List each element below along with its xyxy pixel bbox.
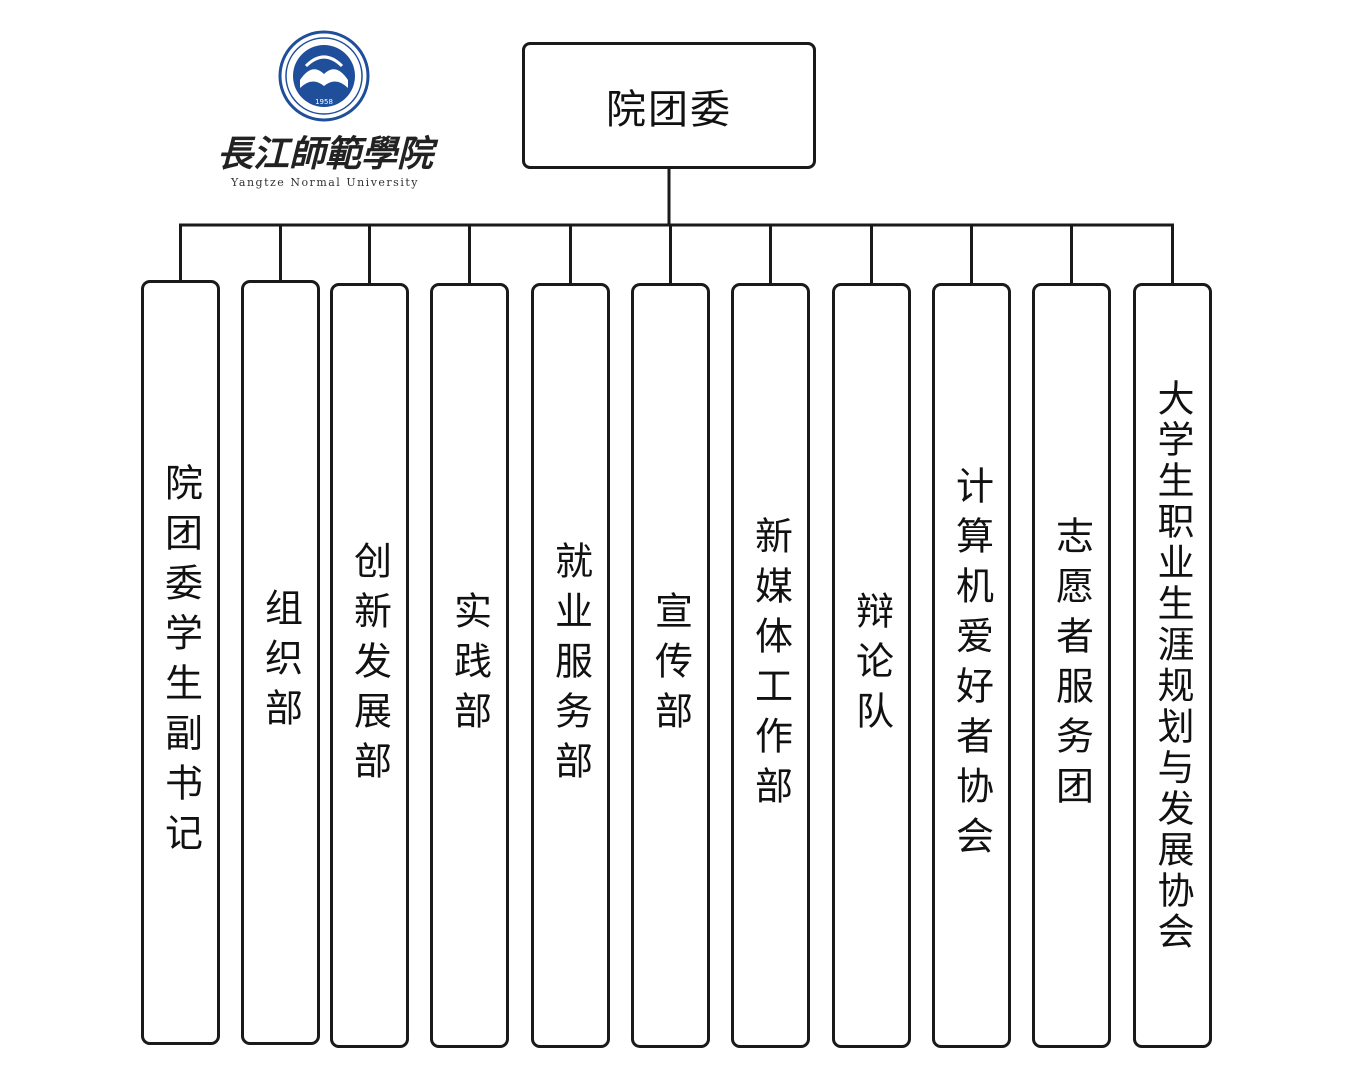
logo-name-cn: 長江師範學院	[217, 133, 439, 175]
svg-text:1958: 1958	[315, 98, 333, 106]
dept-node-label: 宣传部	[648, 590, 693, 741]
dept-node: 计算机爱好者协会	[932, 283, 1011, 1048]
dept-node-label: 实践部	[447, 590, 492, 741]
dept-node-label: 创新发展部	[347, 540, 392, 791]
dept-node-label: 计算机爱好者协会	[949, 465, 994, 866]
dept-node: 就业服务部	[531, 283, 610, 1048]
university-seal-icon: 1958	[278, 30, 370, 122]
dept-node-label: 志愿者服务团	[1049, 515, 1094, 816]
dept-node-label: 院团委学生副书记	[158, 462, 203, 863]
dept-node: 大学生职业生涯规划与发展协会	[1133, 283, 1212, 1048]
root-node-label: 院团委	[606, 86, 732, 133]
dept-node: 新媒体工作部	[731, 283, 810, 1048]
dept-node: 宣传部	[631, 283, 710, 1048]
dept-node: 院团委学生副书记	[141, 280, 220, 1045]
dept-node: 创新发展部	[330, 283, 409, 1048]
dept-node: 组织部	[241, 280, 320, 1045]
university-logo: 1958 長江師範學院 Yangtze Normal University	[217, 30, 439, 189]
dept-node: 志愿者服务团	[1032, 283, 1111, 1048]
dept-node-label: 辩论队	[849, 590, 894, 741]
dept-node-label: 就业服务部	[548, 540, 593, 791]
logo-name-en: Yangtze Normal University	[230, 176, 419, 189]
root-node: 院团委	[522, 42, 816, 169]
dept-node-label: 组织部	[258, 587, 303, 738]
dept-node: 辩论队	[832, 283, 911, 1048]
dept-node-label: 新媒体工作部	[748, 515, 793, 816]
dept-node: 实践部	[430, 283, 509, 1048]
dept-node-label: 大学生职业生涯规划与发展协会	[1151, 378, 1194, 953]
